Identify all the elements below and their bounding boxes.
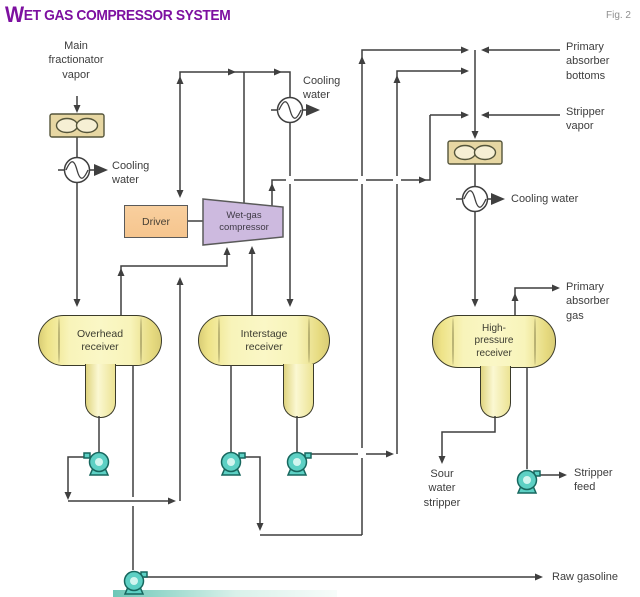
title-rest: ET GAS COMPRESSOR SYSTEM	[23, 7, 231, 24]
stream-label-sour-water-stripper: Sour water stripper	[423, 468, 461, 509]
pump-icon	[83, 451, 110, 476]
stream-label-main-fractionator-vapor: Main fractionator vapor	[48, 40, 104, 81]
compressor-label: Wet-gas compressor	[219, 210, 269, 233]
page-title: WET GAS COMPRESSOR SYSTEM	[5, 2, 231, 27]
figure-number: Fig. 2	[605, 10, 631, 21]
vessel-seam	[308, 318, 310, 363]
pipe-lines	[58, 49, 562, 578]
stream-label-cooling-water-left: Cooling water	[112, 160, 150, 187]
stream-label-stripper-feed: Stripper feed	[574, 467, 613, 494]
interstage-receiver-boot	[283, 364, 314, 418]
heat-exchanger-icon	[63, 156, 91, 184]
driver-label: Driver	[142, 215, 170, 228]
interstage-receiver-vessel: Interstage receiver	[198, 315, 330, 366]
stream-label-raw-gasoline: Raw gasoline	[552, 571, 619, 583]
title-lead: W	[5, 2, 24, 27]
fin-fan-cooler-icon	[447, 140, 503, 165]
flow-arrows	[64, 46, 567, 581]
pump-icon	[220, 451, 246, 476]
fin-fan-cooler-icon	[49, 113, 105, 138]
footer-accent-bar	[113, 590, 337, 597]
stream-label-stripper-vapor: Stripper vapor	[566, 106, 605, 133]
overhead-receiver-vessel: Overhead receiver	[38, 315, 162, 366]
vessel-seam	[140, 318, 142, 363]
vessel-seam	[534, 318, 536, 365]
pump-icon	[286, 451, 312, 476]
heat-exchanger-icon	[461, 185, 489, 213]
high-pressure-receiver-vessel: High- pressure receiver	[432, 315, 556, 368]
stream-label-cooling-water-mid: Cooling water	[303, 75, 341, 102]
stream-label-primary-absorber-gas: Primary absorber gas	[566, 281, 610, 322]
stream-label-primary-absorber-bottoms: Primary absorber bottoms	[566, 41, 610, 82]
interstage-receiver-label: Interstage receiver	[240, 327, 288, 353]
pump-icon	[516, 469, 541, 494]
vessel-seam	[58, 318, 60, 363]
overhead-receiver-label: Overhead receiver	[76, 327, 124, 353]
heat-exchanger-icon	[276, 96, 304, 124]
stream-label-cooling-water-right: Cooling water	[511, 193, 579, 205]
vessel-seam	[218, 318, 220, 363]
compressor-driver: Driver	[124, 205, 188, 238]
overhead-receiver-boot	[85, 364, 116, 418]
high-pressure-receiver-label: High- pressure receiver	[474, 323, 514, 359]
high-pressure-receiver-boot	[480, 366, 511, 418]
